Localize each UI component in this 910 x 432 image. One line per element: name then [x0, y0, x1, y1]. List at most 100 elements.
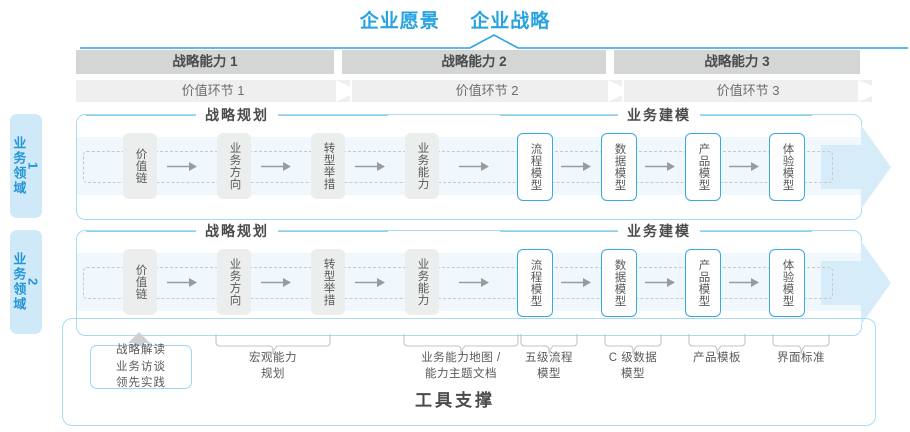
tool-support-title: 工具支撑 — [415, 391, 495, 410]
connector-brace — [215, 334, 331, 354]
domain-row-1-panel: 价值链 业务方向 转型举措 业务能力 流程模型 数据模型 产品模型 体验模型 — [76, 114, 891, 220]
flow-arrow-icon — [261, 162, 291, 171]
node-transformation-measures[interactable]: 转型举措 — [311, 133, 345, 199]
tool-label-product-template: 产品模板 — [677, 351, 757, 367]
node-business-direction[interactable]: 业务方向 — [217, 133, 251, 199]
flow-arrow-icon — [729, 162, 759, 171]
section-label: 战略规划 — [196, 221, 278, 241]
tool-label-c-level-data-model: C 级数据 模型 — [593, 351, 673, 382]
value-link-bar-3[interactable]: 价值环节 3 — [624, 80, 872, 102]
domain-2-label: 业务领域 — [11, 252, 27, 312]
node-data-model[interactable]: 数据模型 — [601, 249, 637, 317]
sidebar-item-domain-2[interactable]: 业务领域 2 — [10, 230, 42, 334]
node-business-capability[interactable]: 业务能力 — [405, 249, 439, 315]
tool-label-line-1: 业务能力地图 / — [421, 352, 501, 364]
flow-arrow-icon — [167, 278, 197, 287]
tent-connector — [80, 34, 908, 49]
node-experience-model[interactable]: 体验模型 — [769, 133, 805, 201]
connector-brace — [520, 334, 578, 354]
flow-arrow-icon — [561, 278, 591, 287]
tool-label-five-level-process-model: 五级流程 模型 — [509, 351, 589, 382]
node-experience-model[interactable]: 体验模型 — [769, 249, 805, 317]
node-label: 价值链 — [134, 148, 147, 184]
value-link-chevron-2 — [608, 80, 630, 102]
tool-box-line-3: 领先实践 — [116, 377, 166, 390]
flow-arrow-icon — [561, 162, 591, 171]
node-business-capability[interactable]: 业务能力 — [405, 133, 439, 199]
tool-label-line-1: 产品模板 — [693, 352, 741, 364]
node-label: 产品模型 — [697, 143, 710, 191]
node-data-model[interactable]: 数据模型 — [601, 133, 637, 201]
flow-arrow-icon — [459, 162, 489, 171]
tool-label-line-2: 能力主题文档 — [425, 367, 497, 380]
node-label: 数据模型 — [613, 143, 626, 191]
tool-label-line-1: 五级流程 — [525, 352, 573, 364]
capability-bar-1[interactable]: 战略能力 1 — [76, 50, 334, 74]
node-product-model[interactable]: 产品模型 — [685, 249, 721, 317]
flow-arrow-icon — [645, 278, 675, 287]
flow-arrow-icon — [167, 162, 197, 171]
tool-label-line-1: 界面标准 — [777, 352, 825, 364]
section-header-strategic-planning-1: 战略规划 — [86, 105, 466, 125]
node-transformation-measures[interactable]: 转型举措 — [311, 249, 345, 315]
tool-box-strategy-interpretation[interactable]: 战略解读 业务访谈 领先实践 — [90, 344, 192, 390]
section-label: 战略规划 — [196, 105, 278, 125]
flow-arrow-right-2 — [821, 241, 891, 325]
node-label: 数据模型 — [613, 259, 626, 307]
title-enterprise-vision: 企业愿景 — [359, 11, 440, 32]
node-value-chain[interactable]: 价值链 — [123, 133, 157, 199]
section-label: 业务建模 — [618, 221, 700, 241]
tool-label-line-2: 模型 — [621, 367, 645, 380]
node-label: 体验模型 — [781, 143, 794, 191]
node-label: 转型举措 — [322, 258, 335, 306]
node-label: 转型举措 — [322, 142, 335, 190]
node-label: 流程模型 — [529, 259, 542, 307]
tool-support-panel — [62, 318, 876, 426]
title-row: 企业愿景 企业战略 — [0, 6, 910, 33]
tool-label-line-2: 规划 — [261, 367, 285, 380]
node-label: 产品模型 — [697, 259, 710, 307]
node-process-model[interactable]: 流程模型 — [517, 249, 553, 317]
connector-brace — [772, 334, 830, 354]
section-header-strategic-planning-2: 战略规划 — [86, 221, 466, 241]
tool-label-line-2: 模型 — [537, 367, 561, 380]
value-link-bar-1[interactable]: 价值环节 1 — [76, 80, 350, 102]
connector-brace — [604, 334, 662, 354]
tool-label-macro-capability-planning: 宏观能力 规划 — [213, 351, 333, 382]
connector-brace — [688, 334, 746, 354]
tool-box-line-1: 战略解读 — [116, 344, 166, 356]
flow-arrow-icon — [729, 278, 759, 287]
flow-arrow-icon — [261, 278, 291, 287]
connector-brace — [403, 334, 519, 354]
flow-arrow-icon — [355, 278, 385, 287]
capability-bar-3[interactable]: 战略能力 3 — [614, 50, 860, 74]
node-product-model[interactable]: 产品模型 — [685, 133, 721, 201]
domain-2-number: 2 — [25, 278, 41, 286]
flow-arrow-icon — [355, 162, 385, 171]
sidebar-item-domain-1[interactable]: 业务领域 1 — [10, 114, 42, 218]
section-header-business-modeling-1: 业务建模 — [500, 105, 856, 125]
title-enterprise-strategy: 企业战略 — [470, 11, 551, 32]
tool-label-capability-map: 业务能力地图 / 能力主题文档 — [395, 351, 527, 382]
node-label: 业务能力 — [416, 258, 429, 306]
tool-label-line-1: C 级数据 — [608, 352, 658, 364]
domain-1-number: 1 — [25, 162, 41, 170]
value-link-bar-2[interactable]: 价值环节 2 — [352, 80, 622, 102]
section-header-business-modeling-2: 业务建模 — [500, 221, 856, 241]
value-link-chevron-1 — [336, 80, 358, 102]
tool-box-line-2: 业务访谈 — [116, 360, 166, 373]
node-label: 流程模型 — [529, 143, 542, 191]
capability-bar-2[interactable]: 战略能力 2 — [342, 50, 606, 74]
node-label: 业务方向 — [228, 258, 241, 306]
node-value-chain[interactable]: 价值链 — [123, 249, 157, 315]
tool-label-line-1: 宏观能力 — [249, 352, 297, 364]
node-label: 业务能力 — [416, 142, 429, 190]
node-label: 价值链 — [134, 264, 147, 300]
section-label: 业务建模 — [618, 105, 700, 125]
node-process-model[interactable]: 流程模型 — [517, 133, 553, 201]
value-link-chevron-3 — [858, 80, 884, 102]
flow-arrow-right-1 — [821, 125, 891, 209]
flow-arrow-icon — [645, 162, 675, 171]
node-business-direction[interactable]: 业务方向 — [217, 249, 251, 315]
